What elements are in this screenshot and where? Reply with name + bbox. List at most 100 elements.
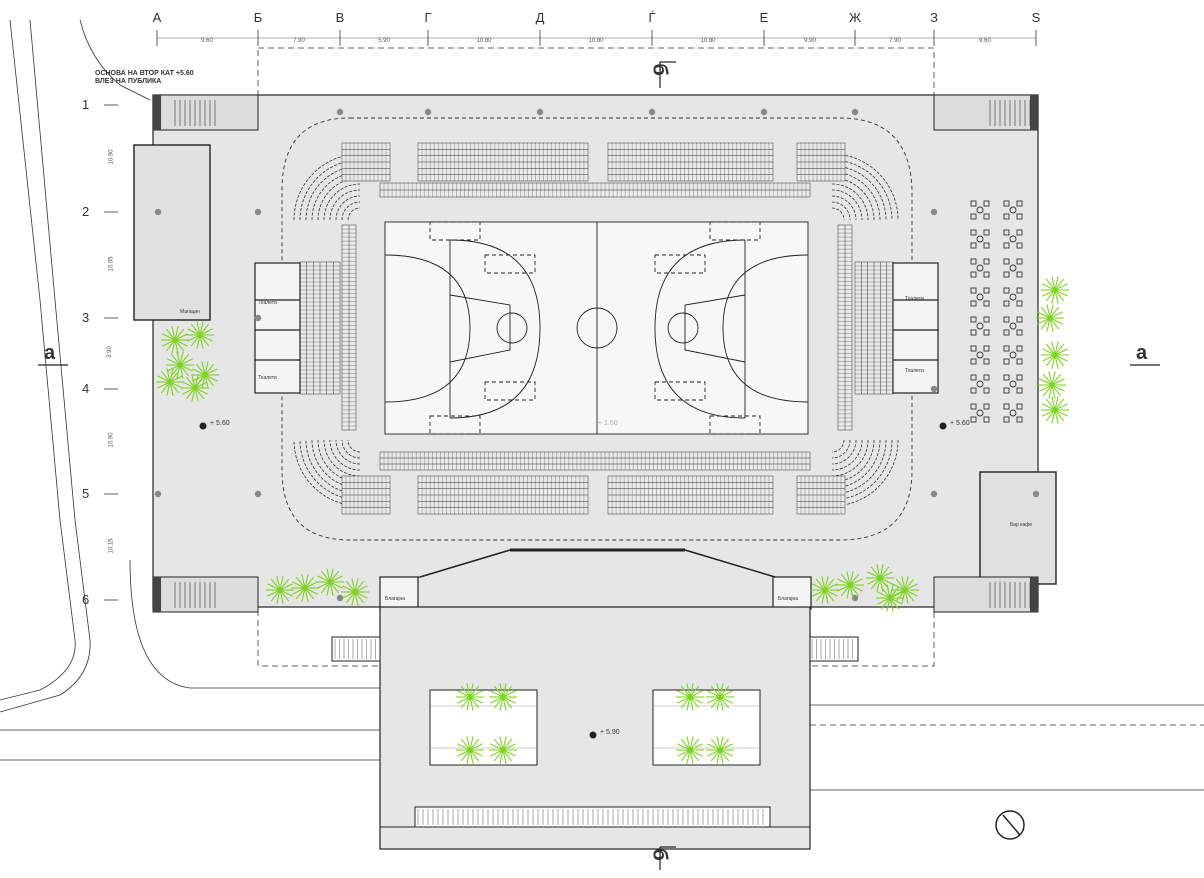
grid-row-dimension: 10.90 xyxy=(108,149,115,165)
grid-column-label: Ѕ xyxy=(1031,10,1041,25)
road-left-edge xyxy=(0,19,76,701)
seat-row-curved xyxy=(831,439,863,471)
seat-block xyxy=(341,475,391,515)
site-context xyxy=(0,19,1204,791)
room-wc-left-2: Тоалети xyxy=(258,375,277,381)
grid-column-dimension: 10.80 xyxy=(476,38,492,44)
plant-icon xyxy=(876,584,904,612)
seat-block xyxy=(796,142,846,182)
grid-column-label: З xyxy=(930,10,938,25)
plant-icon xyxy=(181,374,209,402)
seat-row-curved xyxy=(831,153,899,221)
seat-row-curved xyxy=(831,439,881,489)
seat-row-curved xyxy=(831,439,845,453)
grid-row-dimension: 10.15 xyxy=(108,538,115,554)
seat-row-curved xyxy=(347,207,361,221)
plant-icon xyxy=(161,326,189,354)
seat-block xyxy=(379,451,811,471)
grid-column-dimension: 10.80 xyxy=(588,38,604,44)
seat-row-curved xyxy=(831,207,845,221)
cafe-table-icon xyxy=(970,229,990,249)
plant-icon xyxy=(1041,276,1069,304)
column xyxy=(930,490,938,498)
grid-row-label: 6 xyxy=(82,592,90,607)
seat-row-curved xyxy=(311,171,361,221)
column xyxy=(336,108,344,116)
column xyxy=(1032,490,1040,498)
bar-block xyxy=(979,471,1057,585)
plant-icon xyxy=(1036,304,1064,332)
grid-row-label: 5 xyxy=(82,486,90,501)
road-curve-bottom xyxy=(129,559,380,689)
elevation-markers xyxy=(199,422,947,739)
seat-row-curved xyxy=(831,171,881,221)
grid-column-label: Е xyxy=(759,10,769,25)
seat-block xyxy=(607,142,774,182)
grid-column-dimension: 7.90 xyxy=(293,38,305,44)
column xyxy=(536,108,544,116)
playing-court xyxy=(384,221,809,435)
seat-block xyxy=(341,224,357,431)
seat-row-curved xyxy=(317,439,361,483)
seat-row-curved xyxy=(831,189,863,221)
section-mark-left: а xyxy=(44,342,56,364)
seat-row-curved xyxy=(335,439,361,465)
building xyxy=(133,94,1057,613)
seat-row-curved xyxy=(831,439,875,483)
seat-block xyxy=(837,224,853,431)
column xyxy=(254,208,262,216)
column xyxy=(424,108,432,116)
column xyxy=(851,108,859,116)
column xyxy=(851,594,859,602)
cafe-table-icon xyxy=(1003,258,1023,278)
seat-row-curved xyxy=(831,183,869,221)
plant-icon xyxy=(676,683,704,711)
plant-icon xyxy=(836,571,864,599)
road-left-edge-2 xyxy=(0,19,91,713)
grid-row-dimension: 10.90 xyxy=(108,432,115,448)
plant-icon xyxy=(811,576,839,604)
column xyxy=(336,594,344,602)
grid-column-label: Ж xyxy=(848,10,862,25)
plant-icon xyxy=(456,683,484,711)
seat-row-curved xyxy=(335,195,361,221)
concourse-outline xyxy=(281,117,913,541)
column xyxy=(930,208,938,216)
seat-row-curved xyxy=(831,439,851,459)
grid-row-dimension: 3.90 xyxy=(106,346,113,358)
plant-icon xyxy=(316,568,344,596)
grid-row-label: 1 xyxy=(82,97,90,112)
column xyxy=(760,108,768,116)
cafe-table-icon xyxy=(1003,316,1023,336)
toilet-block-left xyxy=(254,262,301,394)
plan-title: ОСНОВА НА ВТОР КАТ +5.60 ВЛЕЗ НА ПУБЛИКА xyxy=(95,70,194,86)
planter-right xyxy=(652,689,761,766)
plant-icon xyxy=(186,321,214,349)
seat-row-curved xyxy=(347,439,361,453)
grid-column-dimension: 9.90 xyxy=(804,38,816,44)
stair-core-br xyxy=(933,576,1039,613)
kiosk-left xyxy=(379,576,419,610)
grid-column-dimension: 9.60 xyxy=(201,38,213,44)
seat-row-curved xyxy=(323,183,361,221)
section-markers xyxy=(38,61,1160,870)
section-mark-bottom: б xyxy=(648,848,671,861)
seat-block xyxy=(341,142,391,182)
cafe-table-icon xyxy=(1003,200,1023,220)
cafe-table-icon xyxy=(1003,403,1023,423)
room-wc-right: Тоалети xyxy=(905,296,924,302)
room-wc-left: Тоалети xyxy=(258,300,277,306)
grid-row-label: 3 xyxy=(82,310,90,325)
elevation-right: + 5.60 xyxy=(950,420,970,427)
stair-core-tr xyxy=(933,94,1039,131)
plant-icon xyxy=(1041,396,1069,424)
cafe-table-icon xyxy=(970,345,990,365)
seat-row-curved xyxy=(323,439,361,477)
cafe-table-icon xyxy=(970,200,990,220)
room-kiosk-left: Благајна xyxy=(385,596,406,602)
seat-block xyxy=(417,475,589,515)
grid-column-label: В xyxy=(335,10,345,25)
entrance-plaza xyxy=(331,606,859,850)
grid-row-label: 4 xyxy=(82,381,90,396)
